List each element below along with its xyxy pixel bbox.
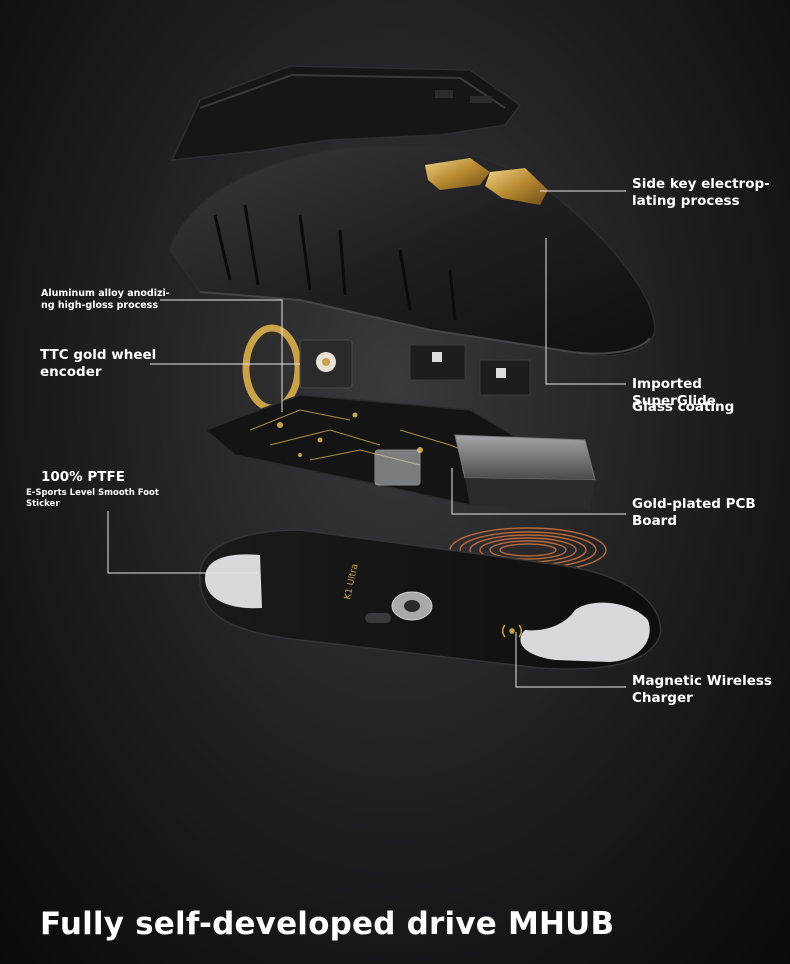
- superglide-label: Imported SuperGlide: [632, 376, 716, 409]
- ttc-wheel-encoder: [242, 324, 353, 412]
- glass-coating-label: Glass coating: [632, 399, 735, 415]
- gold-side-keys: [425, 158, 548, 205]
- charger-label: Magnetic Wireless Charger: [632, 673, 772, 706]
- bottom-base: K1 Ultra: [199, 529, 662, 670]
- switches: [409, 344, 531, 396]
- callout-lines: [107, 190, 626, 688]
- pcb-board: [203, 394, 596, 510]
- side-key-label: Side key electrop- lating process: [632, 176, 770, 209]
- page-headline: Fully self-developed drive MHUB: [40, 906, 615, 942]
- wireless-charging-icon: [501, 624, 523, 638]
- ptfe-title-label: 100% PTFE: [41, 469, 125, 485]
- pcb-label: Gold-plated PCB Board: [632, 496, 756, 529]
- main-shell: [169, 144, 656, 357]
- ptfe-sub-label: E-Sports Level Smooth Foot Sticker: [26, 488, 159, 509]
- top-button-shell: [170, 65, 522, 161]
- ttc-wheel-label: TTC gold wheel encoder: [40, 347, 157, 380]
- aluminum-label: Aluminum alloy anodizi- ng high-gloss pr…: [41, 288, 170, 311]
